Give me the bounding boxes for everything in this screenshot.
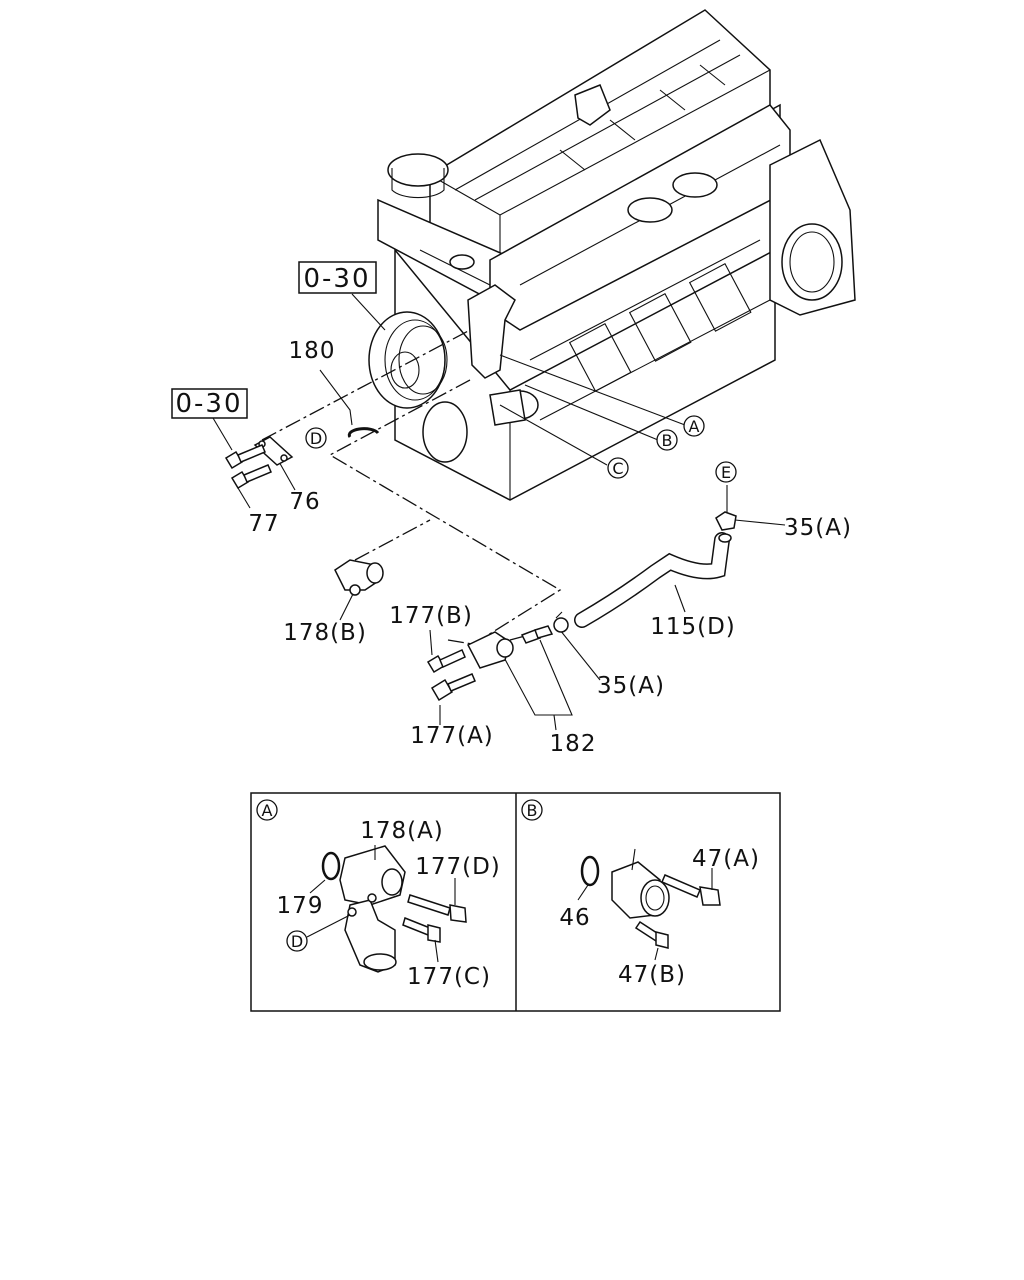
label-115d: 115(D): [650, 614, 736, 640]
label-76: 76: [289, 489, 320, 515]
label-47b: 47(B): [618, 962, 686, 988]
detail-panel-frame: [250, 792, 781, 1012]
label-182: 182: [550, 731, 597, 757]
label-179: 179: [277, 893, 324, 919]
label-177c: 177(C): [407, 964, 491, 990]
label-177b: 177(B): [389, 603, 473, 629]
label-35a-bottom: 35(A): [597, 673, 665, 699]
callout-letter: E: [721, 463, 731, 482]
ref-box-label: 0-30: [303, 264, 370, 294]
callout-circle-d: D: [305, 427, 327, 449]
callout-letter: D: [310, 429, 322, 448]
label-180: 180: [289, 338, 336, 364]
part-177b-bolt: [426, 649, 466, 674]
label-177a: 177(A): [410, 723, 494, 749]
part-115d-hose: [574, 532, 732, 628]
label-77: 77: [248, 511, 279, 537]
callout-circle-a: A: [683, 415, 705, 437]
ref-box-label: 0-30: [175, 389, 242, 419]
callout-circle-d-panel: D: [286, 930, 308, 952]
label-47a: 47(A): [692, 846, 760, 872]
engine-block: [368, 9, 856, 501]
label-177d: 177(D): [415, 854, 501, 880]
part-182-fitting: [466, 625, 554, 669]
callout-circle-a-panel: A: [256, 799, 278, 821]
part-178b-elbow: [334, 559, 384, 596]
callout-letter: D: [291, 932, 303, 951]
leader-lines: [212, 293, 786, 731]
part-180-o-ring: [347, 427, 380, 438]
part-35a-clip-top: [715, 511, 737, 531]
detail-panel-b: B 47(A) 46 47(B): [521, 799, 760, 988]
label-178b: 178(B): [283, 620, 367, 646]
label-35a-top: 35(A): [784, 515, 852, 541]
part-77-bolt: [230, 464, 272, 490]
part-177a-bolt: [430, 673, 476, 702]
label-178a: 178(A): [360, 818, 444, 844]
callout-circle-e: E: [715, 461, 737, 483]
callout-circle-b-panel: B: [521, 799, 543, 821]
callout-letter: A: [262, 801, 273, 820]
callout-circle-b: B: [656, 429, 678, 451]
part-bolt-upper: [224, 444, 266, 470]
label-46: 46: [559, 905, 590, 931]
callout-letter: B: [662, 431, 673, 450]
callout-letter: B: [527, 801, 538, 820]
callout-letter: A: [689, 417, 700, 436]
ref-box-0-30-engine: 0-30: [298, 261, 377, 294]
callout-circle-c: C: [607, 457, 629, 479]
detail-panel-a: A D 178(A) 177(D) 179 177(C): [256, 799, 501, 990]
ref-box-0-30-bolt: 0-30: [171, 388, 248, 419]
assembly-lines: [261, 329, 562, 646]
part-35a-clip-bottom: [553, 611, 569, 633]
callout-letter: C: [612, 459, 623, 478]
